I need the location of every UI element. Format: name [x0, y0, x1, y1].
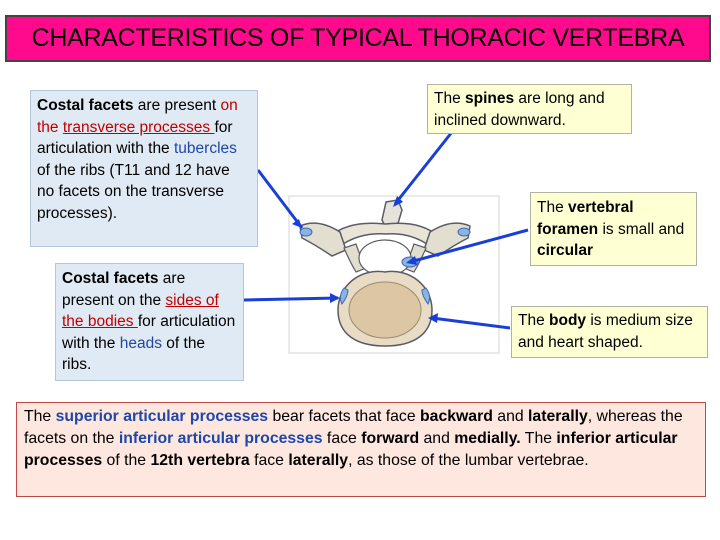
transverse-box-text-2: on the [37, 97, 238, 136]
articular-t5: and [492, 408, 529, 425]
vertebral-foramen [358, 239, 412, 277]
articular-medially: medially. [454, 430, 521, 447]
arrow-to-spine [393, 131, 454, 205]
body-facets-text-3: of the ribs. [62, 334, 206, 374]
arrow-to-transverse-facet [256, 169, 304, 229]
spines-text-1: The [434, 90, 466, 107]
articular-processes-box: The superior articular processes bear fa… [16, 402, 706, 497]
spines-text-2: are long and inclined downward. [434, 90, 605, 129]
arrow-to-body-head [428, 313, 438, 323]
foramen-text-2: is small and [598, 220, 685, 238]
articular-forward: forward [361, 430, 420, 447]
articular-inferior-2: inferior articular processes [24, 430, 678, 469]
body-costal-facet-left [339, 287, 349, 305]
arrow-to-foramen [409, 228, 529, 264]
spines-box: The spines are long and inclined downwar… [427, 84, 632, 134]
articular-laterally-1: laterally [528, 408, 588, 425]
arrow-to-body-facet-head [330, 293, 340, 303]
body-text-1: The [518, 312, 550, 329]
body-facets-text-2: for articulation with the [62, 313, 236, 352]
foramen-circular: circular [537, 242, 594, 259]
articular-t13: The [520, 430, 557, 447]
transverse-box-text-3: for articulation with the [37, 118, 233, 158]
articular-backward: backward [420, 408, 493, 425]
foramen-text-1: The [537, 199, 569, 216]
articular-laterally-2: laterally [288, 452, 349, 469]
arrow-to-transverse-facet-head [292, 219, 302, 228]
arrow-to-body-facet [243, 296, 339, 302]
transverse-box-term: Costal facets [37, 97, 134, 114]
articular-t15: of the [102, 452, 151, 469]
articular-12th-vertebra: 12th vertebra [150, 452, 250, 469]
articular-t1: The [24, 408, 56, 425]
body-facets-term: Costal facets [62, 270, 159, 287]
body-box: The body is medium size and heart shaped… [511, 306, 708, 358]
foramen-term: vertebral foramen [537, 199, 634, 238]
articular-t7: , whereas the facets on the [24, 408, 683, 447]
body-facets-box: Costal facets are present on the sides o… [55, 263, 244, 381]
articular-inferior-1: inferior articular processes [118, 430, 323, 447]
transverse-costal-facet-right [457, 227, 471, 237]
body-facets-heads: heads [119, 334, 162, 352]
articular-t17: face [249, 452, 289, 469]
articular-t9: face [322, 430, 362, 447]
articular-t3: bear facets that face [268, 408, 421, 425]
transverse-facets-box: Costal facets are present on the transve… [30, 90, 258, 247]
body-costal-facet-right [421, 287, 431, 305]
body-facets-highlight: sides of the bodies [62, 291, 219, 331]
transverse-costal-facet [299, 227, 313, 237]
foramen-box: The vertebral foramen is small and circu… [530, 192, 697, 266]
body-facets-text-1: are present on the [62, 270, 186, 309]
transverse-box-text-4: of the ribs (T11 and 12 have no facets o… [37, 161, 230, 222]
arrow-to-spine-head [393, 196, 403, 207]
slide-title: CHARACTERISTICS OF TYPICAL THORACIC VERT… [5, 15, 711, 62]
transverse-box-tubercles: tubercles [174, 140, 237, 157]
articular-t11: and [419, 430, 455, 447]
body-text-2: is medium size and heart shaped. [518, 312, 693, 351]
arrow-to-foramen-head [406, 256, 417, 265]
arrow-to-body [431, 316, 511, 330]
spines-term: spines [465, 90, 515, 107]
body-term: body [549, 312, 587, 329]
body-end-plate [348, 281, 422, 339]
transverse-box-highlight: transverse processes [62, 118, 215, 136]
articular-t19: , as those of the lumbar vertebrae. [348, 452, 589, 469]
articular-superior: superior articular processes [55, 408, 269, 425]
transverse-box-text-1: are present [133, 97, 221, 114]
